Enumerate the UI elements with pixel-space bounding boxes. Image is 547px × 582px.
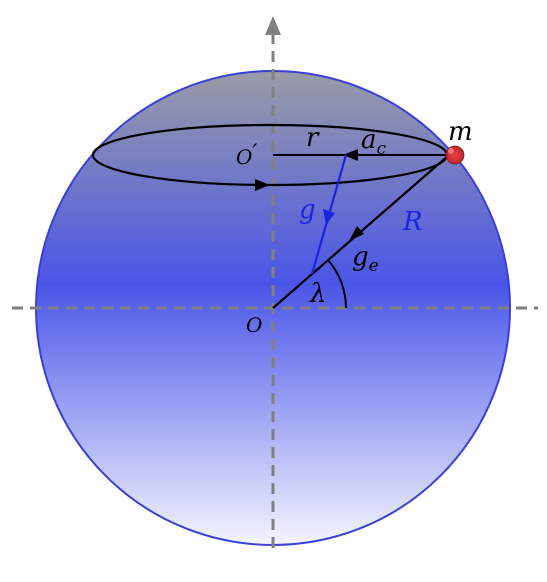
small-center-label: O′ (236, 141, 257, 169)
gravity-arrowhead (323, 209, 335, 225)
small-radius-label: r (306, 123, 320, 153)
rotation-direction-arrow (255, 179, 270, 191)
g-e-subscript: e (369, 256, 379, 276)
center-label: O (246, 313, 262, 337)
mass-label: m (448, 117, 473, 147)
earth-radius-label: R (402, 207, 423, 237)
centripetal-arrowhead (343, 149, 358, 161)
latitude-angle-arc (327, 259, 347, 309)
g-e-arrowhead (349, 226, 364, 241)
g-e-label: ge (352, 242, 379, 276)
vertical-axis-arrowhead (265, 16, 281, 35)
gravity-label: g (299, 195, 316, 225)
mass-highlight (448, 148, 454, 154)
g-e-symbol: g (352, 242, 369, 272)
centripetal-subscript: c (377, 139, 387, 159)
mass-point (445, 145, 465, 165)
small-center-prime: ′ (252, 141, 257, 166)
small-center-letter: O (236, 145, 252, 169)
centripetal-label: ac (361, 125, 387, 159)
latitude-label: λ (309, 279, 326, 309)
centripetal-symbol: a (361, 125, 377, 155)
